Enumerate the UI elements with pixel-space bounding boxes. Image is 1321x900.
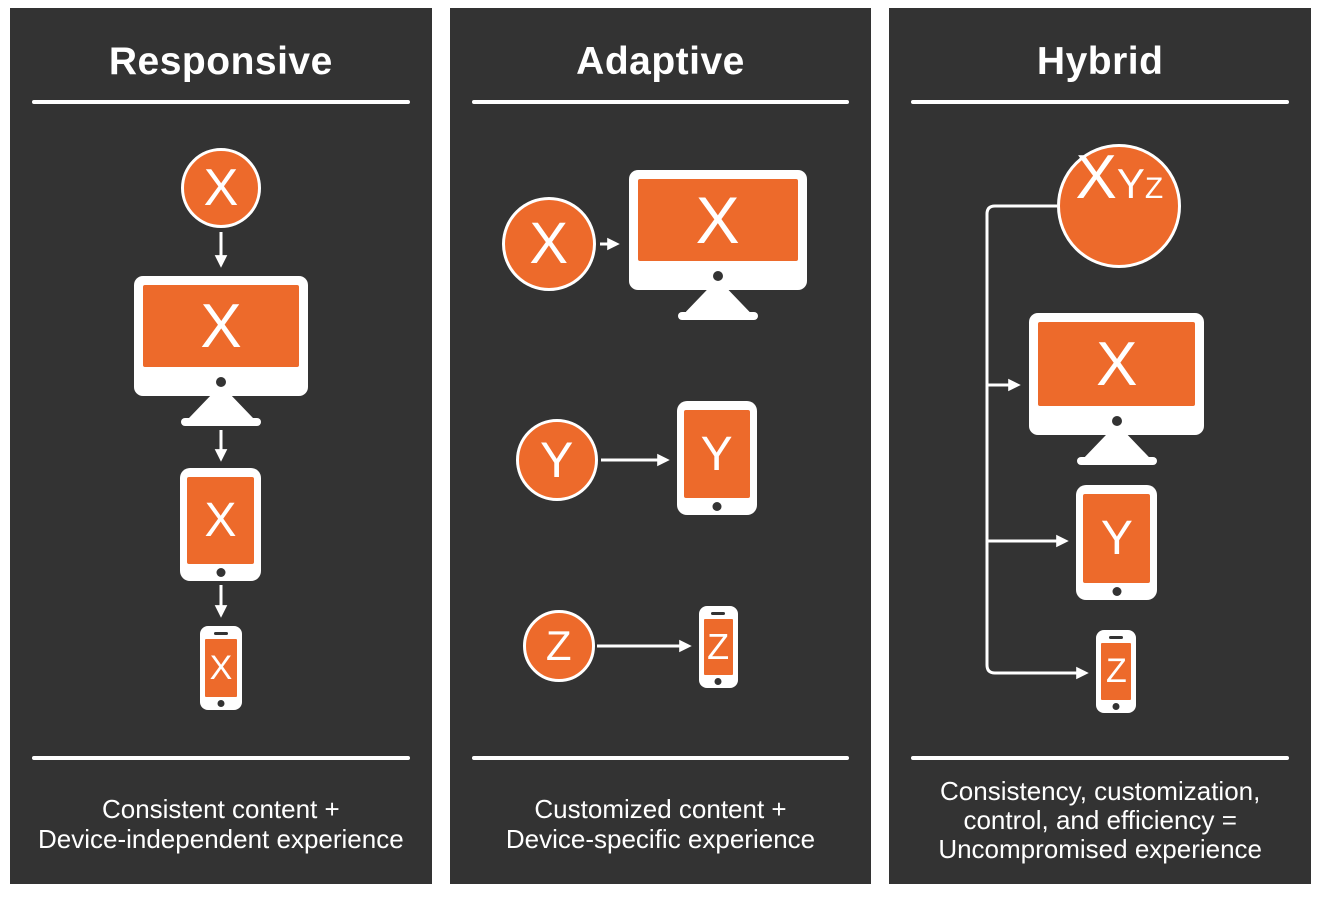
desktop-body: X xyxy=(134,276,308,396)
speaker-icon xyxy=(1109,636,1124,639)
trunk-line-and-arrow-to-phone xyxy=(985,204,1090,680)
flow-arrows xyxy=(596,237,692,653)
content-label-z: Z xyxy=(1144,172,1164,205)
camera-dot-icon xyxy=(712,271,723,281)
caption-line: Device-independent experience xyxy=(37,824,404,854)
caption-line: Customized content + xyxy=(534,794,787,824)
screen-label: X xyxy=(209,648,233,687)
home-button-icon xyxy=(714,678,722,685)
phone-icon: Z xyxy=(698,606,738,688)
flow-arrows xyxy=(214,232,228,618)
panel-caption: Customized content + Device-specific exp… xyxy=(456,794,866,854)
content-source-circle: X xyxy=(501,197,596,291)
phone-screen: Z xyxy=(703,619,733,675)
desktop-icon: X xyxy=(134,276,308,426)
desktop-body: X xyxy=(628,170,807,290)
desktop-body: X xyxy=(1029,313,1205,435)
monitor-base xyxy=(1076,457,1157,465)
speaker-icon xyxy=(711,612,726,615)
caption-line: Consistency, customization, xyxy=(940,776,1261,806)
content-label: Y xyxy=(539,432,574,488)
monitor-base xyxy=(181,418,261,426)
title-underline xyxy=(471,100,850,104)
phone-screen: X xyxy=(205,639,237,697)
monitor-stand xyxy=(1084,435,1149,457)
screen-label: X xyxy=(200,291,242,361)
screen-label: X xyxy=(1096,329,1138,399)
title-underline xyxy=(911,100,1290,104)
screen-label: Z xyxy=(707,626,730,667)
desktop-screen: X xyxy=(143,285,299,367)
tablet-icon: Y xyxy=(1076,485,1158,600)
monitor-stand xyxy=(189,396,253,418)
panel-title: Adaptive xyxy=(576,40,745,83)
tablet-screen: Y xyxy=(1083,494,1151,583)
desktop-screen: X xyxy=(1038,322,1196,406)
phone-icon: X xyxy=(200,626,242,710)
desktop-icon: X xyxy=(628,170,807,320)
tablet-icon: Y xyxy=(676,401,757,515)
content-label: X xyxy=(529,211,569,276)
home-button-icon xyxy=(1112,587,1122,596)
panel-caption: Consistency, customization, control, and… xyxy=(895,777,1305,864)
panel-title: Hybrid xyxy=(1036,40,1164,83)
panel-title: Responsive xyxy=(108,40,333,83)
content-source-circle: X xyxy=(181,148,261,228)
camera-dot-icon xyxy=(216,377,226,387)
content-source-circle: Y xyxy=(515,419,598,501)
tablet-screen: X xyxy=(187,477,254,564)
home-button-icon xyxy=(216,568,225,577)
speaker-icon xyxy=(214,632,228,635)
title-underline xyxy=(32,100,410,104)
caption-line: Consistent content + xyxy=(101,794,340,824)
caption-line: Device-specific experience xyxy=(505,824,816,854)
monitor-base xyxy=(677,312,758,320)
flow-arrows xyxy=(985,204,1090,680)
caption-line: Uncompromised experience xyxy=(938,834,1263,864)
tablet-icon: X xyxy=(180,468,261,581)
screen-label: X xyxy=(204,494,237,547)
content-source-circle: Z xyxy=(522,610,595,682)
content-label-x: X xyxy=(1075,143,1117,212)
caption-divider xyxy=(32,756,410,760)
panel-adaptive: Adaptive X X xyxy=(449,8,872,884)
screen-label: X xyxy=(695,183,740,257)
panel-caption: Consistent content + Device-independent … xyxy=(16,794,426,854)
home-button-icon xyxy=(712,502,722,511)
camera-dot-icon xyxy=(1111,416,1122,426)
desktop-screen: X xyxy=(637,179,798,261)
caption-line: control, and efficiency = xyxy=(963,805,1237,835)
content-label: Z xyxy=(545,622,572,669)
content-label-y: Y xyxy=(1116,160,1145,207)
panel-responsive: Responsive X X xyxy=(10,8,432,884)
caption-divider xyxy=(471,756,850,760)
screen-label: Y xyxy=(1100,512,1133,565)
caption-divider xyxy=(911,756,1290,760)
phone-screen: Z xyxy=(1101,643,1132,700)
desktop-icon: X xyxy=(1029,313,1205,465)
screen-label: Y xyxy=(700,427,733,481)
monitor-stand xyxy=(685,290,750,312)
content-label: X xyxy=(203,159,239,217)
phone-icon: Z xyxy=(1096,630,1137,713)
tablet-screen: Y xyxy=(683,410,750,498)
home-button-icon xyxy=(1112,703,1120,710)
home-button-icon xyxy=(217,700,225,707)
screen-label: Z xyxy=(1105,652,1127,690)
